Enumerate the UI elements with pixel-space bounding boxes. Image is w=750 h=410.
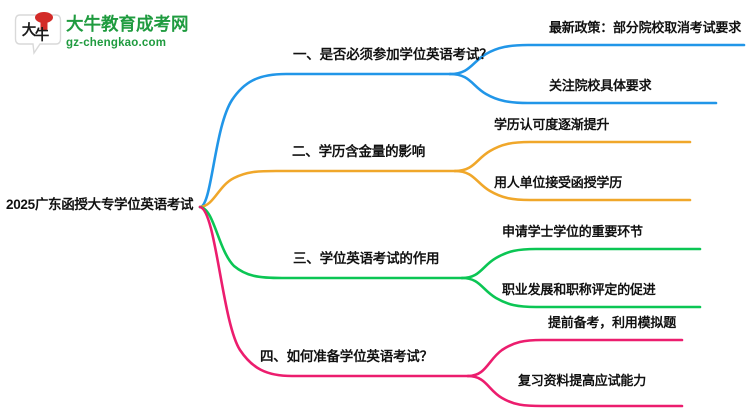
leaf-label-1-1[interactable]: 最新政策：部分院校取消考试要求	[549, 20, 742, 35]
leaf-label-2-1[interactable]: 学历认可度逐渐提升	[494, 117, 610, 132]
leaf-label-3-2[interactable]: 职业发展和职称评定的促进	[502, 282, 656, 297]
logo-text: 大牛教育成考网 gz-chengkao.com	[66, 13, 198, 51]
logo-domain: gz-chengkao.com	[66, 37, 167, 49]
site-logo[interactable]: 大 牛 大牛教育成考网 gz-chengkao.com	[14, 10, 199, 60]
branch-2-child-1-wire	[453, 140, 692, 173]
branch-1-child-1-wire	[448, 43, 746, 76]
branch-2-trunk	[198, 169, 457, 209]
leaf-label-2-2[interactable]: 用人单位接受函授学历	[494, 175, 623, 190]
branch-3-child-1-wire	[460, 247, 702, 280]
central-topic-label: 2025广东函授大专学位英语考试	[6, 197, 194, 212]
leaf-label-4-1[interactable]: 提前备考，利用模拟题	[548, 315, 677, 330]
branch-label-3[interactable]: 三、学位英语考试的作用	[293, 251, 440, 266]
svg-text:牛: 牛	[35, 26, 50, 44]
branch-4-child-1-wire	[466, 338, 684, 378]
branch-label-4[interactable]: 四、如何准备学位英语考试？	[260, 349, 433, 364]
svg-text:大: 大	[22, 21, 37, 39]
branch-label-2[interactable]: 二、学历含金量的影响	[292, 144, 425, 159]
branch-1-trunk	[198, 72, 452, 209]
leaf-label-3-1[interactable]: 申请学士学位的重要环节	[502, 224, 643, 239]
logo-title: 大牛教育成考网	[66, 14, 189, 34]
logo-mark-icon: 大 牛	[14, 12, 62, 55]
leaf-label-4-2[interactable]: 复习资料提高应试能力	[518, 373, 647, 388]
branch-label-1[interactable]: 一、是否必须参加学位英语考试？	[293, 47, 493, 62]
leaf-label-1-2[interactable]: 关注院校具体要求	[549, 78, 652, 93]
